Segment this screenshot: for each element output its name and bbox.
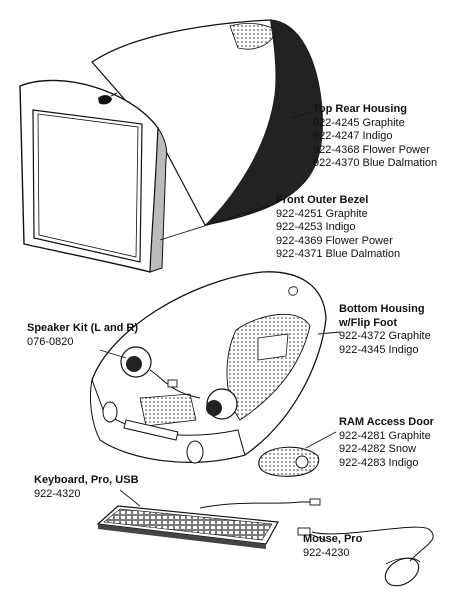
- bottom-housing: [89, 271, 327, 464]
- leader-mouse: [309, 533, 331, 543]
- leader-ram: [305, 431, 337, 449]
- part-number: 922-4251 Graphite: [276, 207, 368, 220]
- callout-front-outer-bezel: Front Outer Bezel 922-4251 Graphite 922-…: [276, 194, 400, 262]
- callout-ram-access-door: RAM Access Door 922-4281 Graphite 922-42…: [339, 416, 434, 470]
- ram-access-door: [258, 446, 320, 477]
- leader-speaker: [99, 349, 127, 359]
- front-outer-bezel-title: Front Outer Bezel: [276, 194, 369, 206]
- mouse-title: Mouse, Pro: [303, 533, 363, 545]
- keyboard: [96, 498, 321, 549]
- ram-access-door-title: RAM Access Door: [339, 416, 434, 428]
- leader-keyboard: [119, 489, 141, 507]
- apple-logo-icon: [98, 95, 112, 105]
- speaker-kit: [120, 346, 238, 420]
- leader-top-rear: [291, 111, 311, 119]
- part-number: 922-4245 Graphite: [313, 116, 405, 129]
- callout-bottom-housing: Bottom Housing w/Flip Foot 922-4372 Grap…: [339, 303, 431, 357]
- mouse: [297, 526, 434, 587]
- part-number: 922-4370 Blue Dalmation: [313, 157, 438, 170]
- part-number: 922-4282 Snow: [339, 443, 417, 456]
- part-number: 076-0820: [27, 335, 74, 348]
- front-outer-bezel: [19, 79, 168, 273]
- callout-mouse: Mouse, Pro 922-4230: [303, 533, 362, 560]
- part-number: 922-4230: [303, 546, 350, 559]
- part-number: 922-4369 Flower Power: [276, 234, 393, 247]
- part-number: 922-4372 Graphite: [339, 330, 431, 343]
- top-rear-housing-title: Top Rear Housing: [313, 103, 407, 115]
- part-number: 922-4247 Indigo: [313, 130, 393, 143]
- leader-bezel: [159, 203, 275, 241]
- part-number: 922-4320: [34, 487, 81, 500]
- bottom-housing-subtitle: w/Flip Foot: [339, 316, 398, 329]
- callout-keyboard: Keyboard, Pro, USB 922-4320: [34, 474, 139, 501]
- callout-top-rear-housing: Top Rear Housing 922-4245 Graphite 922-4…: [313, 103, 437, 171]
- part-number: 922-4368 Flower Power: [313, 143, 430, 156]
- part-number: 922-4253 Indigo: [276, 221, 356, 234]
- keyboard-title: Keyboard, Pro, USB: [34, 474, 139, 486]
- bottom-housing-title: Bottom Housing: [339, 303, 425, 315]
- part-number: 922-4281 Graphite: [339, 429, 431, 442]
- callout-speaker-kit: Speaker Kit (L and R) 076-0820: [27, 322, 138, 349]
- part-number: 922-4283 Indigo: [339, 456, 419, 469]
- leader-bottom: [317, 331, 341, 335]
- part-number: 922-4371 Blue Dalmation: [276, 248, 401, 261]
- part-number: 922-4345 Indigo: [339, 343, 419, 356]
- leader-lines: [99, 111, 341, 543]
- speaker-kit-title: Speaker Kit (L and R): [27, 322, 139, 334]
- top-rear-housing: [91, 19, 323, 226]
